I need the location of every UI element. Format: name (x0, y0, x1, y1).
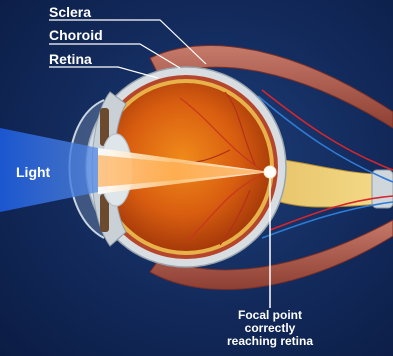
retina-label: Retina (49, 52, 92, 66)
focal-point-marker (264, 166, 276, 178)
retina-leader-line (49, 67, 158, 78)
focal-point-label: Focal point correctly reaching retina (205, 309, 335, 348)
choroid-label: Choroid (49, 28, 103, 42)
light-label: Light (16, 165, 50, 179)
focal-point-label-line-3: reaching retina (205, 335, 335, 348)
sclera-label: Sclera (49, 5, 91, 19)
